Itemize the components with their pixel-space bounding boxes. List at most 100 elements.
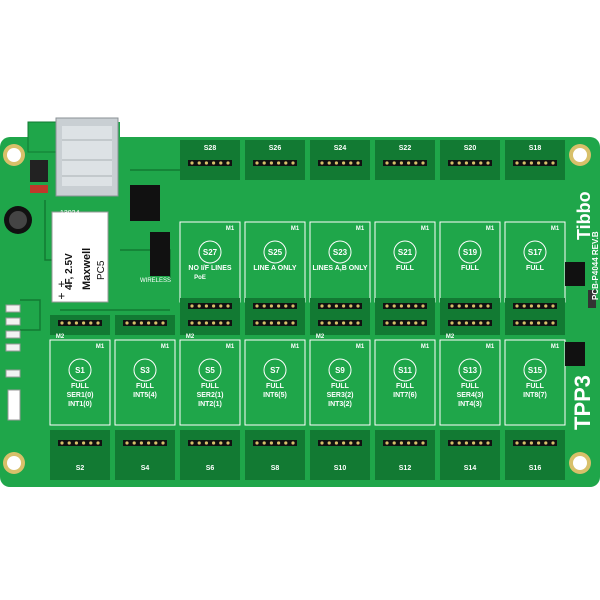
marker-m2: M2	[316, 334, 325, 340]
top-slot[interactable]: S28	[180, 140, 240, 180]
top-slot[interactable]: S18	[505, 140, 565, 180]
bottom-slot: S16	[529, 465, 542, 472]
slot-label: S24	[334, 145, 347, 152]
right-connector-lower[interactable]	[565, 342, 585, 366]
programming-header[interactable]	[130, 185, 170, 276]
module-slot-label: S5	[205, 366, 215, 375]
module-line-1: FULL	[526, 265, 545, 272]
ethernet-jack[interactable]	[27, 117, 119, 197]
module-slot-label: S23	[333, 248, 348, 257]
module-slot-label: S21	[398, 248, 413, 257]
module-line-1: NO I/F LINES	[188, 265, 232, 272]
m2-marker: M2	[186, 334, 195, 340]
module-line-1: LINES A,B ONLY	[312, 265, 367, 272]
marker-m1: M1	[161, 344, 170, 350]
led-indicator	[5, 330, 21, 339]
slot-label: S10	[334, 465, 347, 472]
supercap-plus-1: +	[58, 277, 65, 291]
marker-m1: M1	[551, 226, 560, 232]
m2-marker: M2	[316, 334, 325, 340]
slot-label: S18	[529, 145, 542, 152]
module-line-1: FULL	[396, 265, 415, 272]
mounting-hole	[3, 144, 25, 166]
led-indicator	[5, 343, 21, 352]
marker-m1: M1	[356, 344, 365, 350]
wireless-label: WIRELESS	[140, 278, 171, 284]
slot-label: S2	[76, 465, 85, 472]
bottom-slot: S14	[464, 465, 477, 472]
led-indicator	[5, 369, 21, 378]
marker-m1: M1	[486, 226, 495, 232]
slot-label: S8	[271, 465, 280, 472]
module-line-1: FULL	[331, 383, 350, 390]
led-indicator	[5, 304, 21, 313]
maxwell-supercap: 4F, 2.5V Maxwell PC5 + +	[51, 211, 109, 303]
marker-m1: M1	[291, 344, 300, 350]
module-line-2: SER1(0)	[67, 392, 94, 399]
module-slot-label: S11	[398, 366, 412, 375]
product-name: TPP3	[570, 375, 595, 430]
module-slot-label: S25	[268, 248, 283, 257]
top-slot[interactable]: S20	[440, 140, 500, 180]
module-line-3: INT1(0)	[68, 401, 92, 408]
module-line-2: SER3(2)	[327, 392, 354, 399]
side-connector[interactable]	[7, 389, 21, 421]
module-line-1: FULL	[266, 383, 285, 390]
bottom-slot: S4	[141, 465, 150, 472]
top-slot[interactable]: S24	[310, 140, 370, 180]
supercap-rating: 4F, 2.5V	[64, 253, 75, 290]
module-slot-label: S9	[335, 366, 345, 375]
marker-m1: M1	[226, 344, 235, 350]
marker-m1: M1	[226, 226, 235, 232]
bottom-slot: S12	[399, 465, 412, 472]
board-id-label: 13024	[60, 210, 80, 217]
slot-label: S20	[464, 145, 477, 152]
top-slot[interactable]: S22	[375, 140, 435, 180]
brand-logo: Tibbo	[574, 191, 594, 240]
slot-label: S26	[269, 145, 282, 152]
slot-label: S6	[206, 465, 215, 472]
top-slot[interactable]: S26	[245, 140, 305, 180]
module-line-2: SER2(1)	[197, 392, 224, 399]
m2-marker: M2	[56, 334, 65, 340]
module-slot-label: S27	[203, 248, 218, 257]
side-leds	[5, 304, 21, 378]
module-line-2: INT6(5)	[263, 392, 287, 399]
led-indicator	[30, 185, 48, 193]
module-slot-label: S15	[528, 366, 543, 375]
marker-m2: M2	[186, 334, 195, 340]
module-line-1: FULL	[461, 383, 480, 390]
supercap-plus-2: +	[58, 289, 65, 303]
slot-label: S14	[464, 465, 477, 472]
module-line-1: FULL	[71, 383, 90, 390]
module-line-3: INT2(1)	[198, 401, 222, 408]
right-connector-upper[interactable]	[565, 262, 585, 286]
slot-label: S12	[399, 465, 412, 472]
module-slot-label: S1	[75, 366, 85, 375]
marker-m1: M1	[291, 226, 300, 232]
led-indicator	[5, 317, 21, 326]
model-label: PCB-P4044 REV.B	[591, 231, 600, 300]
module-slot-label: S7	[270, 366, 280, 375]
right-button[interactable]	[588, 290, 596, 308]
marker-m1: M1	[421, 344, 430, 350]
mounting-hole	[3, 452, 25, 474]
module-slot-label: S13	[463, 366, 478, 375]
mounting-holes	[3, 144, 591, 474]
module-line-1: FULL	[461, 265, 480, 272]
